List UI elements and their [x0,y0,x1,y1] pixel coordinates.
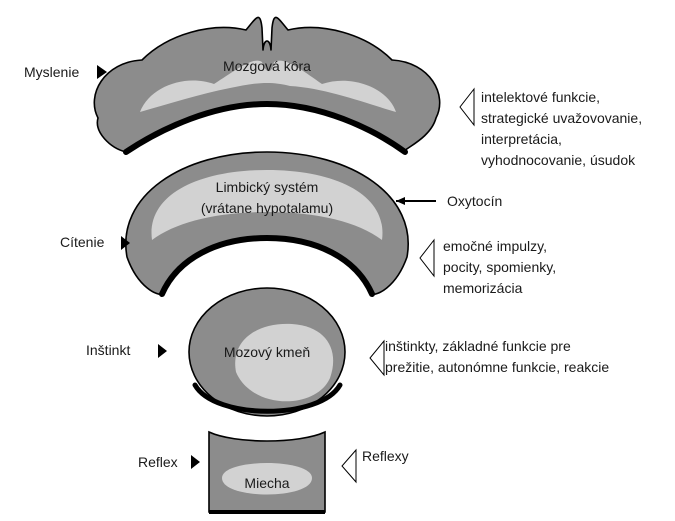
limbic-label-line2: (vrátane hypotalamu) [201,200,333,216]
level-feeling-label: Cítenie [60,234,105,250]
brainstem-functions-bracket-icon [370,341,384,375]
limbic-function-line: pocity, spomienky, [443,259,556,275]
spinal-cord-label: Miecha [244,475,289,491]
cortex-label: Mozgová kôra [223,58,311,74]
spinal-functions-bracket-icon [342,450,356,482]
brainstem-function-line: prežitie, autonómne funkcie, reakcie [385,359,609,375]
oxytocin-label: Oxytocín [447,193,502,209]
cortex-function-line: intelektové funkcie, [481,89,600,105]
spinal-functions: Reflexy [362,448,409,464]
level-reflex-label: Reflex [138,454,178,470]
reflex-pointer-icon [191,455,200,469]
limbic-functions-bracket-icon [420,240,434,276]
limbic-shape [126,152,408,294]
cortex-functions: intelektové funkcie, strategické uvažovo… [481,89,642,168]
cortex-function-line: vyhodnocovanie, úsudok [481,152,636,168]
level-instinct-label: Inštinkt [86,342,130,358]
spinal-function-line: Reflexy [362,448,409,464]
brainstem-functions: inštinkty, základné funkcie pre prežitie… [385,338,609,375]
cortex-function-line: strategické uvažovovanie, [481,110,642,126]
cortex-functions-bracket-icon [460,89,474,125]
limbic-function-line: emočné impulzy, [443,238,547,254]
instinct-pointer-icon [158,344,167,358]
cortex-function-line: interpretácia, [481,131,562,147]
limbic-functions: emočné impulzy, pocity, spomienky, memor… [443,238,556,296]
brainstem-label: Mozový kmeň [224,344,310,360]
brainstem-function-line: inštinkty, základné funkcie pre [385,338,571,354]
level-thinking-label: Myslenie [24,64,79,80]
limbic-function-line: memorizácia [443,280,523,296]
cortex-shape [94,17,439,152]
limbic-label-line1: Limbický systém [216,179,319,195]
spinal-cord-shape [209,432,325,512]
